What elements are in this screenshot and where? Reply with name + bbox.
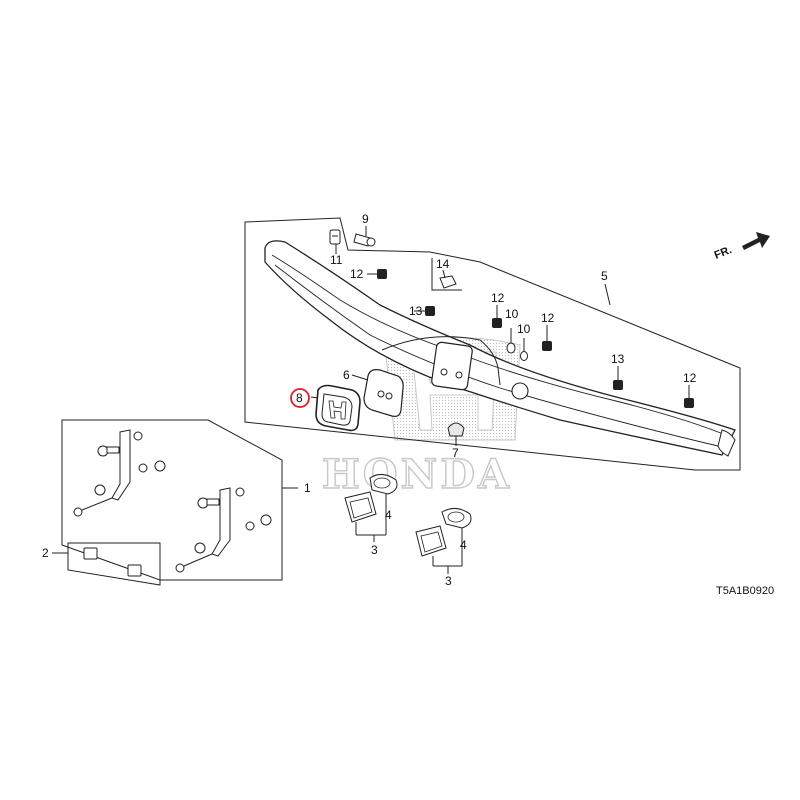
cap-2a [83,547,98,560]
honda-emblem-part [310,384,361,432]
nut-13a [414,306,435,316]
bracket-left [73,429,166,517]
license-light-left [344,474,398,542]
callout-10[interactable]: 10 [517,322,531,336]
plug-7 [447,422,465,446]
callout-1[interactable]: 1 [304,481,311,495]
diagram-code: T5A1B0920 [716,585,774,597]
leader-5 [604,283,611,306]
bracket-right [175,487,272,573]
nut-12c [542,325,552,351]
callout-13[interactable]: 13 [611,352,625,366]
callout-labels: 9 11 12 14 13 12 10 10 12 5 13 12 6 8 7 … [42,212,697,588]
clip-11 [329,229,341,254]
callout-3[interactable]: 3 [371,543,378,557]
emblem-base-gasket [351,369,404,417]
bracket-kit-box [61,419,283,581]
honda-wordmark: HONDA [322,451,512,498]
callout-8[interactable]: 8 [296,391,303,405]
callout-4[interactable]: 4 [460,538,467,552]
callout-6[interactable]: 6 [343,368,350,382]
callout-12[interactable]: 12 [350,267,364,281]
callout-12[interactable]: 12 [683,371,697,385]
camera-hole [511,382,529,400]
front-direction-label: FR. [713,244,734,262]
cap-2b [127,564,142,577]
callout-2[interactable]: 2 [42,546,49,560]
front-direction-arrow: FR. [713,232,770,262]
callout-10[interactable]: 10 [505,307,519,321]
emblem-mount-pocket [431,341,473,391]
callout-13[interactable]: 13 [409,304,423,318]
nut-13b [613,366,623,390]
tailgate-garnish [264,240,736,457]
callout-3[interactable]: 3 [445,574,452,588]
highlight-ring [290,388,310,408]
cap-box [67,542,161,586]
callout-5[interactable]: 5 [601,269,608,283]
callout-7[interactable]: 7 [452,446,459,460]
assembly-outline-box [244,217,741,471]
nut-12a [367,269,387,279]
callout-11[interactable]: 11 [330,253,343,267]
nut-12b [492,305,502,328]
washer-10b [520,338,528,361]
callout-12[interactable]: 12 [491,291,505,305]
license-light-right [415,508,472,574]
callout-14[interactable]: 14 [436,257,450,271]
nut-12d [684,385,694,408]
callout-12[interactable]: 12 [541,311,555,325]
callout-9[interactable]: 9 [362,212,369,226]
callout-4[interactable]: 4 [385,508,392,522]
bolt-9 [353,226,376,247]
washer-10a [506,328,516,354]
clip-14 [431,258,462,291]
